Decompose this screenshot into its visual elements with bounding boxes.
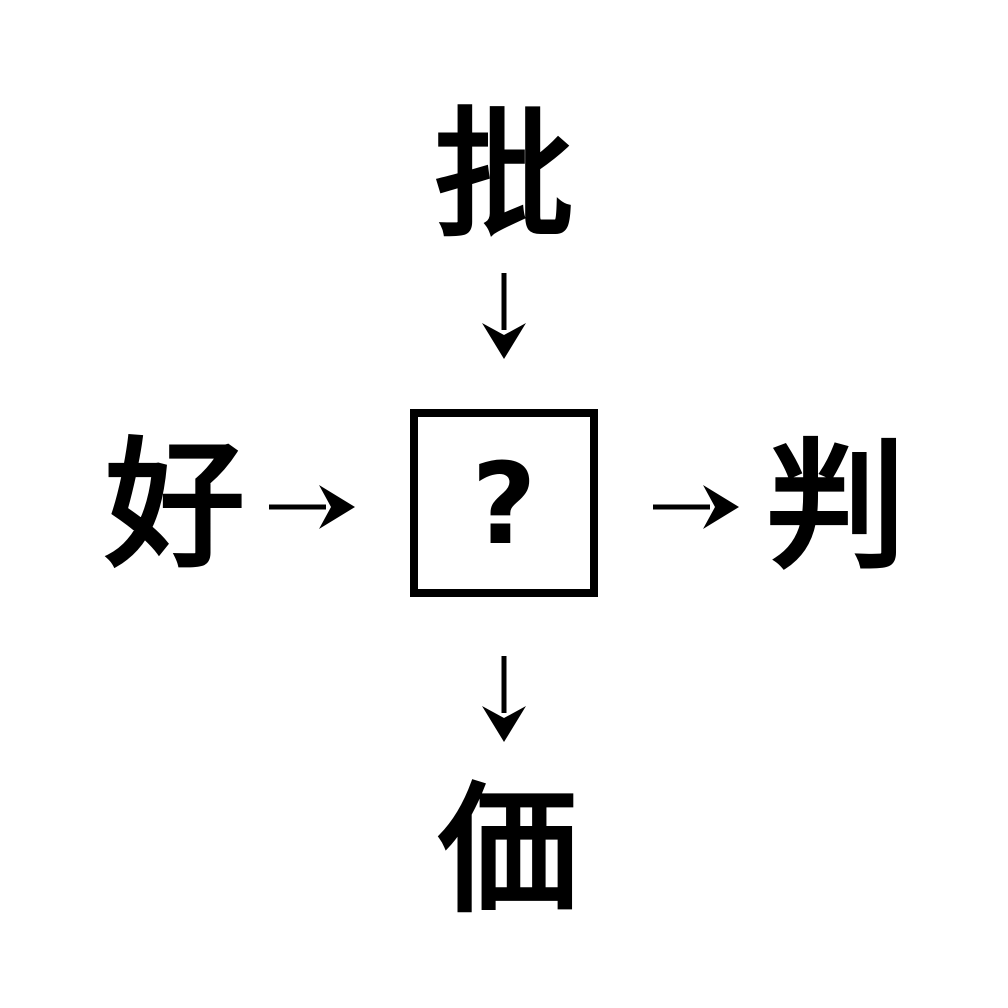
kanji-bottom: 価 xyxy=(437,770,579,933)
arrow-down-icon xyxy=(482,656,526,742)
arrow-right-icon xyxy=(269,485,355,529)
arrow-right-icon xyxy=(653,485,739,529)
question-mark: ? xyxy=(471,440,537,570)
kanji-top: 批 xyxy=(433,95,575,258)
kanji-right: 判 xyxy=(765,426,907,589)
kanji-left: 好 xyxy=(104,425,246,588)
arrow-down-icon xyxy=(482,273,526,359)
answer-box: ? xyxy=(410,409,598,597)
